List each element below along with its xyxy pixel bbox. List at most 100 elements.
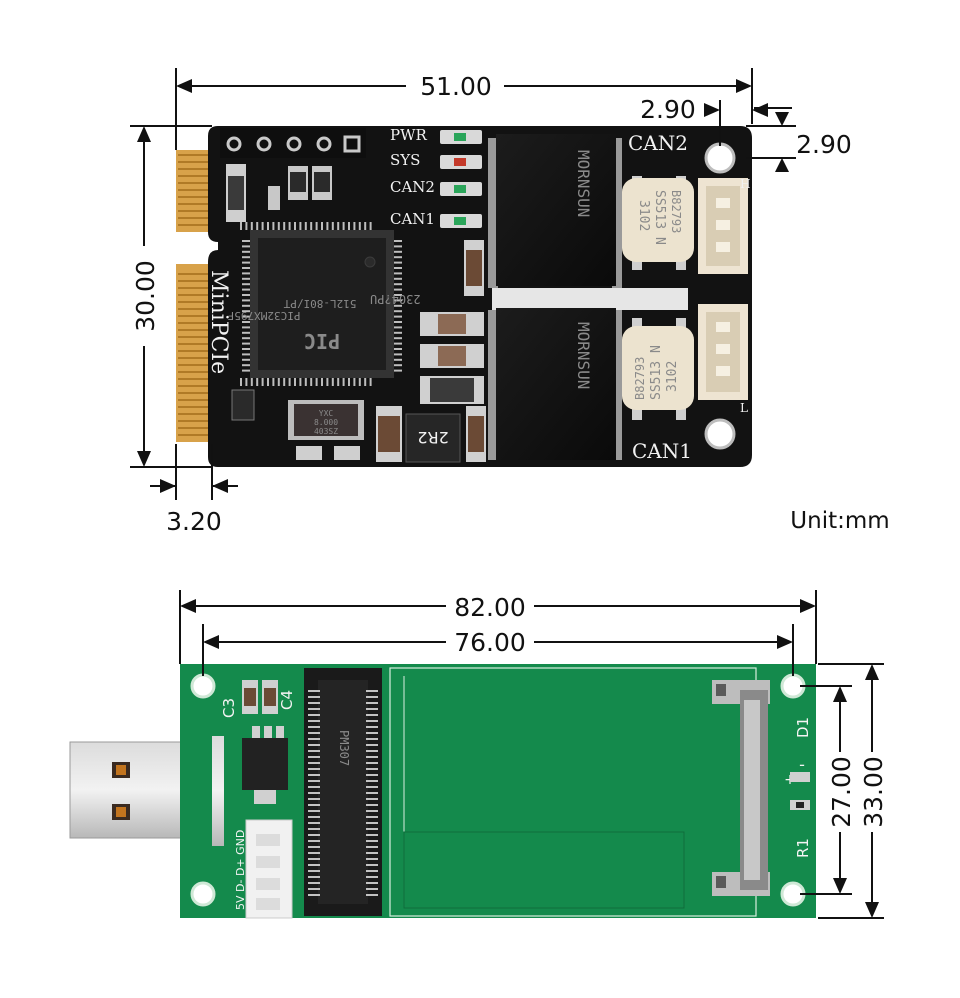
pin [321, 378, 323, 386]
pin [178, 329, 208, 331]
hole-bottom-left [190, 881, 216, 907]
isolator-top-code: B82793 [669, 190, 683, 233]
pin [250, 378, 253, 386]
pin [178, 203, 208, 205]
pin [308, 810, 320, 812]
isolated-module-bottom: MORNSUN [488, 308, 622, 460]
pin [267, 378, 269, 386]
pin [331, 378, 334, 386]
pin [242, 245, 250, 248]
pin [272, 222, 275, 230]
pin [366, 882, 378, 884]
pwr-led-label: PWR [390, 126, 428, 144]
pin [353, 378, 356, 386]
pin [283, 222, 286, 230]
pin [308, 882, 320, 884]
mcu-line3: 2304?PU [370, 292, 421, 306]
module-bottom-brand: MORNSUN [574, 322, 593, 389]
pin [366, 720, 378, 722]
pin [366, 858, 378, 860]
isolator-bottom-code: B82793 [633, 357, 647, 400]
pin [308, 822, 320, 824]
d1-led [790, 772, 810, 782]
pin [308, 696, 320, 698]
pin [308, 864, 320, 866]
pin [178, 420, 208, 422]
pin [178, 371, 208, 373]
pin [366, 804, 378, 806]
pin [366, 696, 378, 698]
top-dimensions: 51.00 2.90 2.90 30.00 3.20 [130, 68, 852, 536]
pin [394, 245, 402, 248]
header-pin-labels: 5V D- D+ GND [234, 830, 247, 910]
pin [321, 222, 323, 230]
pin [366, 888, 378, 890]
pin [178, 378, 208, 380]
pin [308, 870, 320, 872]
pin [326, 378, 329, 386]
pin [326, 222, 329, 230]
pin [394, 342, 402, 345]
pin [242, 364, 250, 367]
pin [178, 287, 208, 289]
pin [178, 301, 208, 303]
pin [394, 304, 402, 307]
pin [358, 378, 361, 386]
pin [394, 299, 402, 302]
usb-header-connector [245, 819, 293, 919]
pin [394, 337, 402, 340]
pin [358, 222, 361, 230]
pin [178, 224, 208, 226]
pin [267, 222, 269, 230]
h-label: H [740, 177, 750, 191]
pin [178, 154, 208, 156]
pin [242, 288, 250, 291]
pin [242, 272, 250, 275]
pin [242, 304, 250, 307]
pin [178, 434, 208, 436]
pin [272, 378, 275, 386]
voltage-regulator [242, 726, 288, 804]
pin [178, 350, 208, 352]
pin [366, 744, 378, 746]
pin [366, 702, 378, 704]
pin [315, 222, 318, 230]
hole-top-left [190, 673, 216, 699]
pin [242, 342, 250, 345]
pin [366, 690, 378, 692]
pin [394, 250, 402, 253]
pin [394, 310, 402, 313]
pin [366, 810, 378, 812]
pin [178, 315, 208, 317]
pin [178, 322, 208, 324]
pin [366, 852, 378, 854]
pin [245, 378, 248, 386]
pin [308, 780, 320, 782]
can2-port-label: CAN2 [628, 131, 688, 155]
pin [308, 714, 320, 716]
pin [394, 364, 402, 367]
pin [178, 210, 208, 212]
pin [242, 256, 250, 259]
pin [294, 222, 296, 230]
pin [283, 378, 286, 386]
crystal-line3: 403SZ [314, 427, 338, 436]
crystal-oscillator: YXC 8.000 403SZ [288, 400, 364, 440]
sys-led-label: SYS [390, 151, 420, 169]
pin [242, 299, 250, 302]
pin [178, 196, 208, 198]
pin [348, 378, 350, 386]
crystal-line2: 8.000 [314, 418, 338, 427]
pin [337, 222, 340, 230]
pin [348, 222, 350, 230]
pin [277, 222, 280, 230]
pin [364, 222, 367, 230]
pin [394, 315, 402, 318]
pin [353, 222, 356, 230]
pin [242, 358, 250, 361]
pin [366, 894, 378, 896]
pin [394, 256, 402, 259]
pin [308, 804, 320, 806]
pin [394, 267, 402, 269]
